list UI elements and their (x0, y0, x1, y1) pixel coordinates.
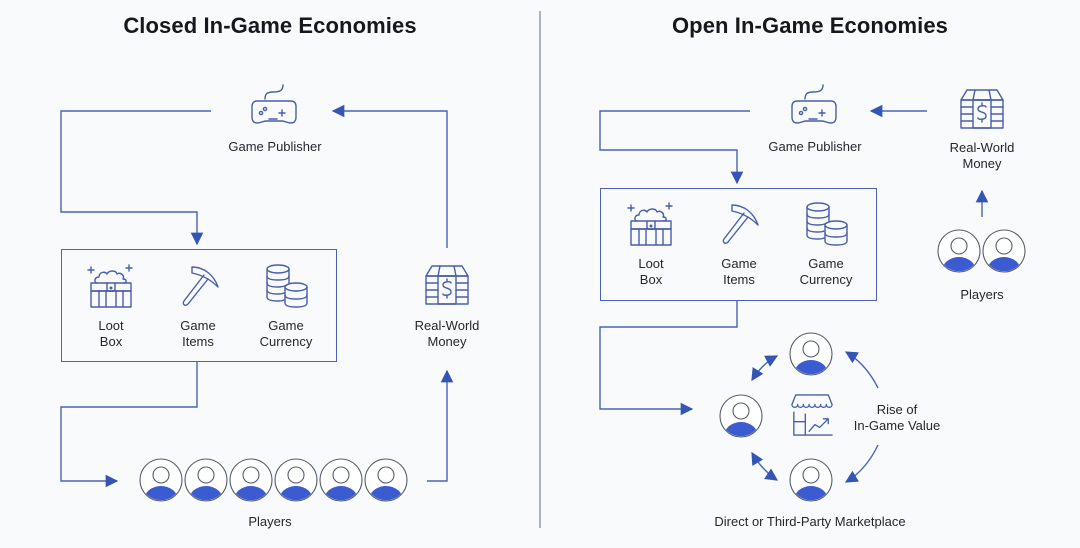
user-avatar-icon (184, 458, 228, 502)
user-avatar-icon (139, 458, 183, 502)
cash-stack-icon (957, 86, 1007, 132)
closed-publisher-label: Game Publisher (228, 139, 322, 154)
user-avatar-icon (229, 458, 273, 502)
user-avatar-icon (719, 394, 763, 438)
storefront-growth-icon (788, 393, 836, 437)
open-assets-box (600, 188, 877, 301)
closed-player-avatars (139, 458, 409, 502)
game-controller-icon (249, 83, 299, 129)
market-arrow-rise-bottom (844, 444, 879, 483)
closed-title: Closed In-Game Economies (123, 13, 417, 38)
pickaxe-icon (174, 263, 224, 309)
pickaxe-icon (714, 201, 764, 247)
user-avatar-icon (364, 458, 408, 502)
closed-assets-to-players-arrow (60, 362, 198, 488)
market-arrow-rise-top (844, 351, 879, 389)
closed-publisher-to-assets-arrow (60, 110, 211, 246)
user-avatar-icon (319, 458, 363, 502)
user-avatar-icon (982, 229, 1026, 273)
open-players-label: Players (960, 287, 1004, 302)
game-controller-icon (789, 83, 839, 129)
section-divider (539, 11, 541, 528)
coins-stack-icon (801, 201, 851, 247)
open-publisher-label: Game Publisher (768, 139, 862, 154)
closed-players-label: Players (248, 514, 292, 529)
market-arrow-left-bottom (751, 451, 779, 481)
closed-money-to-publisher-arrow (331, 104, 448, 248)
open-title: Open In-Game Economies (671, 13, 949, 38)
open-publisher-to-assets-arrow (599, 110, 750, 185)
open-player-avatars (937, 229, 1027, 273)
marketplace-label: Direct or Third-Party Marketplace (714, 514, 906, 529)
market-arrow-left-top (751, 355, 779, 382)
open-assets-to-marketplace-arrow (599, 301, 738, 416)
user-avatar-icon (789, 458, 833, 502)
treasure-chest-icon (626, 201, 676, 247)
treasure-chest-icon (86, 263, 136, 309)
closed-assets-box (61, 249, 337, 362)
closed-players-to-money-arrow (427, 369, 454, 482)
cash-stack-icon (422, 262, 472, 308)
coins-stack-icon (261, 263, 311, 309)
user-avatar-icon (937, 229, 981, 273)
user-avatar-icon (274, 458, 318, 502)
user-avatar-icon (789, 332, 833, 376)
